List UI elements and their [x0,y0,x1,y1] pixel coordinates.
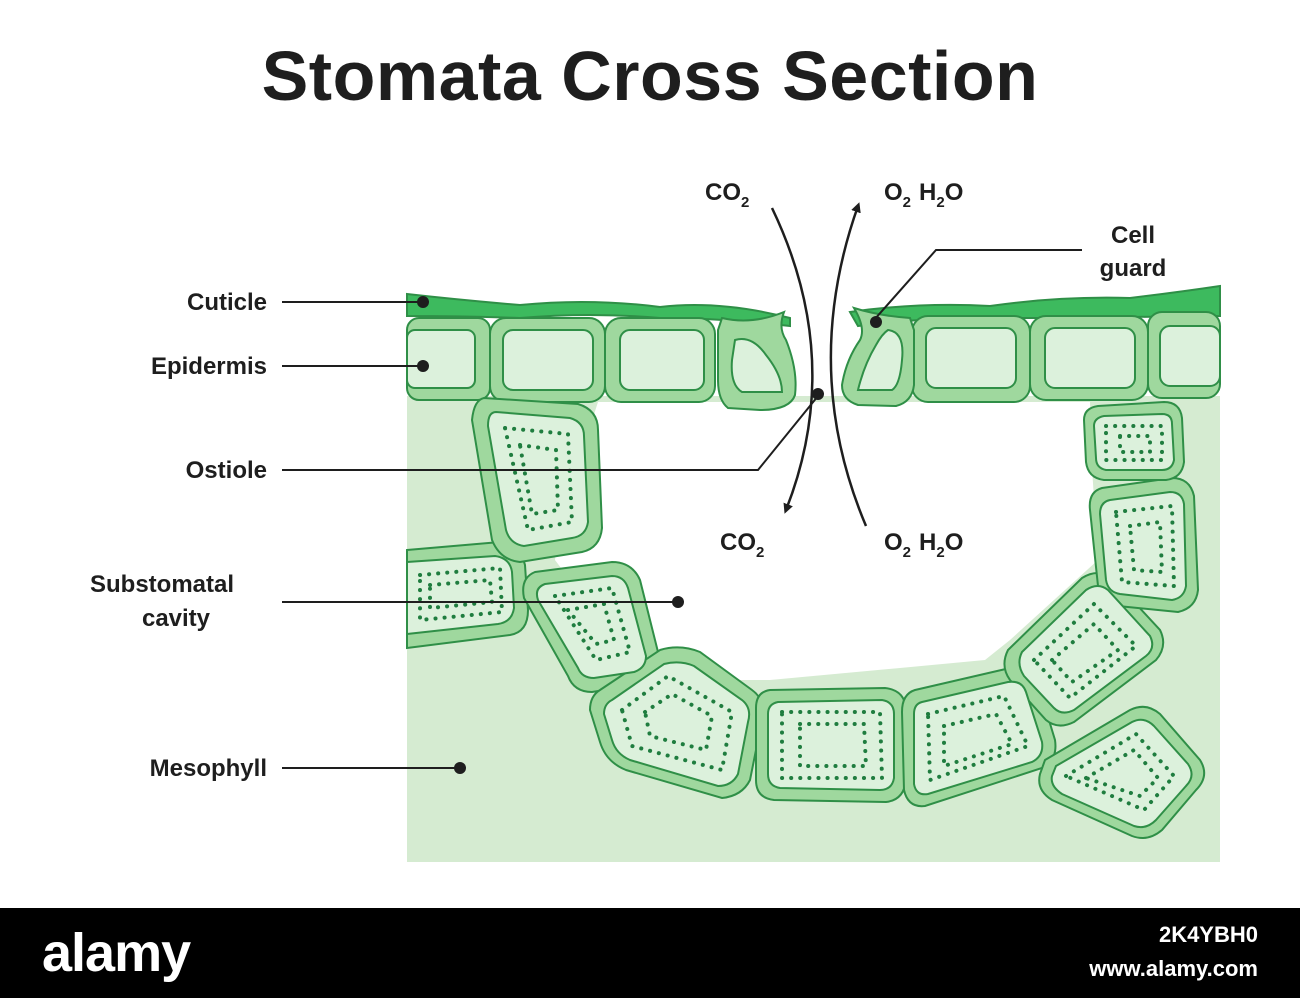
label-cell-guard-line2: guard [1100,255,1167,282]
svg-text:CO2: CO2 [720,529,764,561]
leader-dots [417,296,882,774]
label-substomatal-line2: cavity [142,605,211,632]
label-substomatal-line1: Substomatal [90,571,234,598]
leader-lines [282,249,1082,769]
cell-guard-leader [873,249,1082,321]
gas-label-co2-bottom: CO2 [720,529,764,561]
label-mesophyll: Mesophyll [150,755,267,782]
svg-text:CO2: CO2 [705,179,749,211]
label-cuticle: Cuticle [187,289,267,316]
o2-h2o-outflow-arrow [829,202,868,527]
guard-cell-left [717,310,797,412]
ostiole-leader [282,395,819,471]
co2-inflow-arrow [770,207,814,514]
brand-logo: alamy [42,923,191,983]
image-id: 2K4YBH0 [1158,922,1258,947]
label-cell-guard-line1: Cell [1111,222,1155,249]
watermark-footer: alamy 2K4YBH0 www.alamy.com [0,908,1300,998]
epidermis-cell-interiors [406,325,1221,391]
site-url: www.alamy.com [1089,956,1258,981]
stomata-diagram: Cuticle Epidermis Ostiole Substomatal ca… [90,179,1221,862]
guard-cell-right [840,306,915,408]
gas-label-co2-top: CO2 [705,179,749,211]
label-ostiole: Ostiole [186,457,267,484]
chloroplast-dots [418,424,1177,813]
gas-flow-arrows [770,202,868,527]
diagram-title: Stomata Cross Section [261,37,1039,115]
label-epidermis: Epidermis [151,353,267,380]
